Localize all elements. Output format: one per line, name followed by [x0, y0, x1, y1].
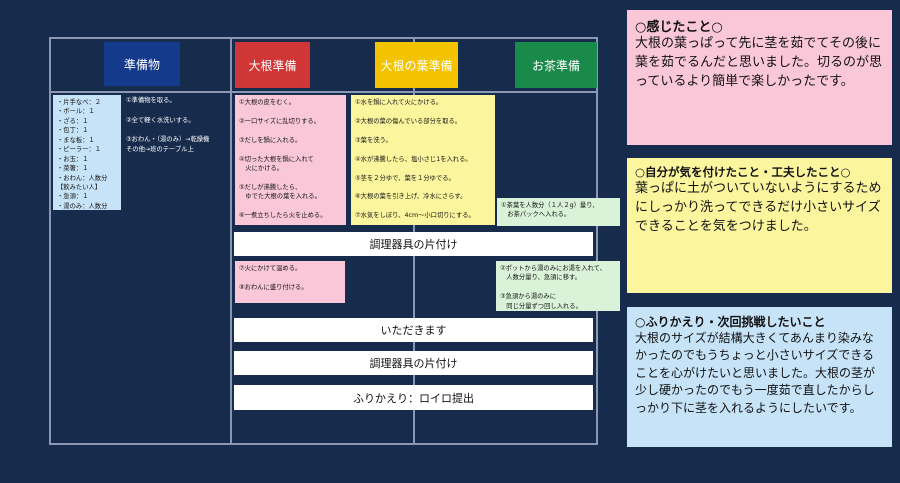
felt-card: ○感じたこと○ 大根の葉っぱって先に茎を茹でてその後に葉を茹でるんだと思いました… [627, 10, 892, 145]
felt-body: 大根の葉っぱって先に茎を茹でてその後に葉を茹でるんだと思いました。切るのが思って… [635, 36, 883, 89]
daikon-steps2-note: ⑦火にかけて温める。 ⑧おわんに盛り付ける。 [235, 261, 345, 303]
grid-header-line [49, 91, 598, 93]
grid-col-line-1 [230, 37, 232, 445]
tea-step1-note: ①茶葉を人数分（１人２g）量り、 お茶パックへ入れる。 [497, 198, 620, 226]
review-card: ○ふりかえり・次回挑戦したいこと 大根のサイズが結構大きくてあんまり染みなかった… [627, 307, 892, 447]
grid-bottom-line [49, 443, 598, 445]
header-leaf: 大根の葉準備 [375, 42, 458, 88]
care-card: ○自分が気を付けたこと・工夫したこと○ 葉っぱに土がついていないようにするために… [627, 158, 892, 293]
itadakimasu-bar: いただきます [234, 318, 593, 342]
grid-left-line [49, 37, 51, 445]
header-prep: 準備物 [104, 42, 180, 86]
tea-steps2-note: ②ポットから湯のみにお湯を入れて、 人数分量り、急須に移す。 ③急須から湯のみに… [496, 261, 620, 311]
leaf-steps-note: ①水を鍋に入れて火にかける。 ②大根の葉の傷んでいる部分を取る。 ③葉を洗う。 … [351, 95, 495, 225]
care-title: ○自分が気を付けたこと・工夫したこと○ [635, 165, 851, 179]
prep-steps: ①準備物を取る。 ②全て軽く水洗いする。 ③おわん・（湯のみ）→乾燥機 その他→… [126, 97, 210, 153]
care-body: 葉っぱに土がついていないようにするためにしっかり洗ってできるだけ小さいサイズでき… [635, 181, 882, 234]
felt-title: ○感じたこと○ [635, 20, 723, 35]
items-list-note: ・片手なべ：２ ・ボール：１ ・ざる：１ ・包丁：１ ・まな板：１ ・ピーラー：… [53, 95, 121, 210]
cleanup-bar: 調理器具の片付け [234, 232, 593, 256]
header-daikon: 大根準備 [235, 42, 310, 88]
grid-right-line [596, 37, 598, 445]
header-tea: お茶準備 [515, 42, 597, 88]
grid-top-line [49, 37, 598, 39]
review-title: ○ふりかえり・次回挑戦したいこと [635, 315, 826, 329]
reflection-bar: ふりかえり：ロイロ提出 [234, 385, 593, 410]
cleanup2-bar: 調理器具の片付け [234, 351, 593, 375]
review-body: 大根のサイズが結構大きくてあんまり染みなかったのでもうちょっと小さいサイズできる… [635, 331, 876, 415]
daikon-steps-note: ①大根の皮をむく。 ②一口サイズに乱切りする。 ③だしを鍋に入れる。 ④切った大… [235, 95, 346, 225]
